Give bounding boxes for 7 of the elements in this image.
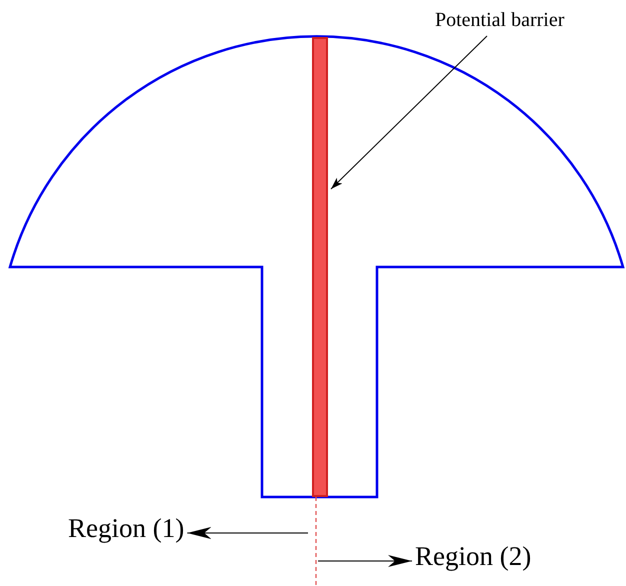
callout-label: Potential barrier: [435, 10, 564, 30]
leader-line: [330, 36, 488, 190]
potential-barrier-bar: [312, 37, 328, 497]
arrow: [186, 527, 308, 539]
region-label: Region (1): [68, 515, 184, 542]
arrow: [318, 555, 412, 567]
region-label: Region (2): [415, 543, 532, 570]
